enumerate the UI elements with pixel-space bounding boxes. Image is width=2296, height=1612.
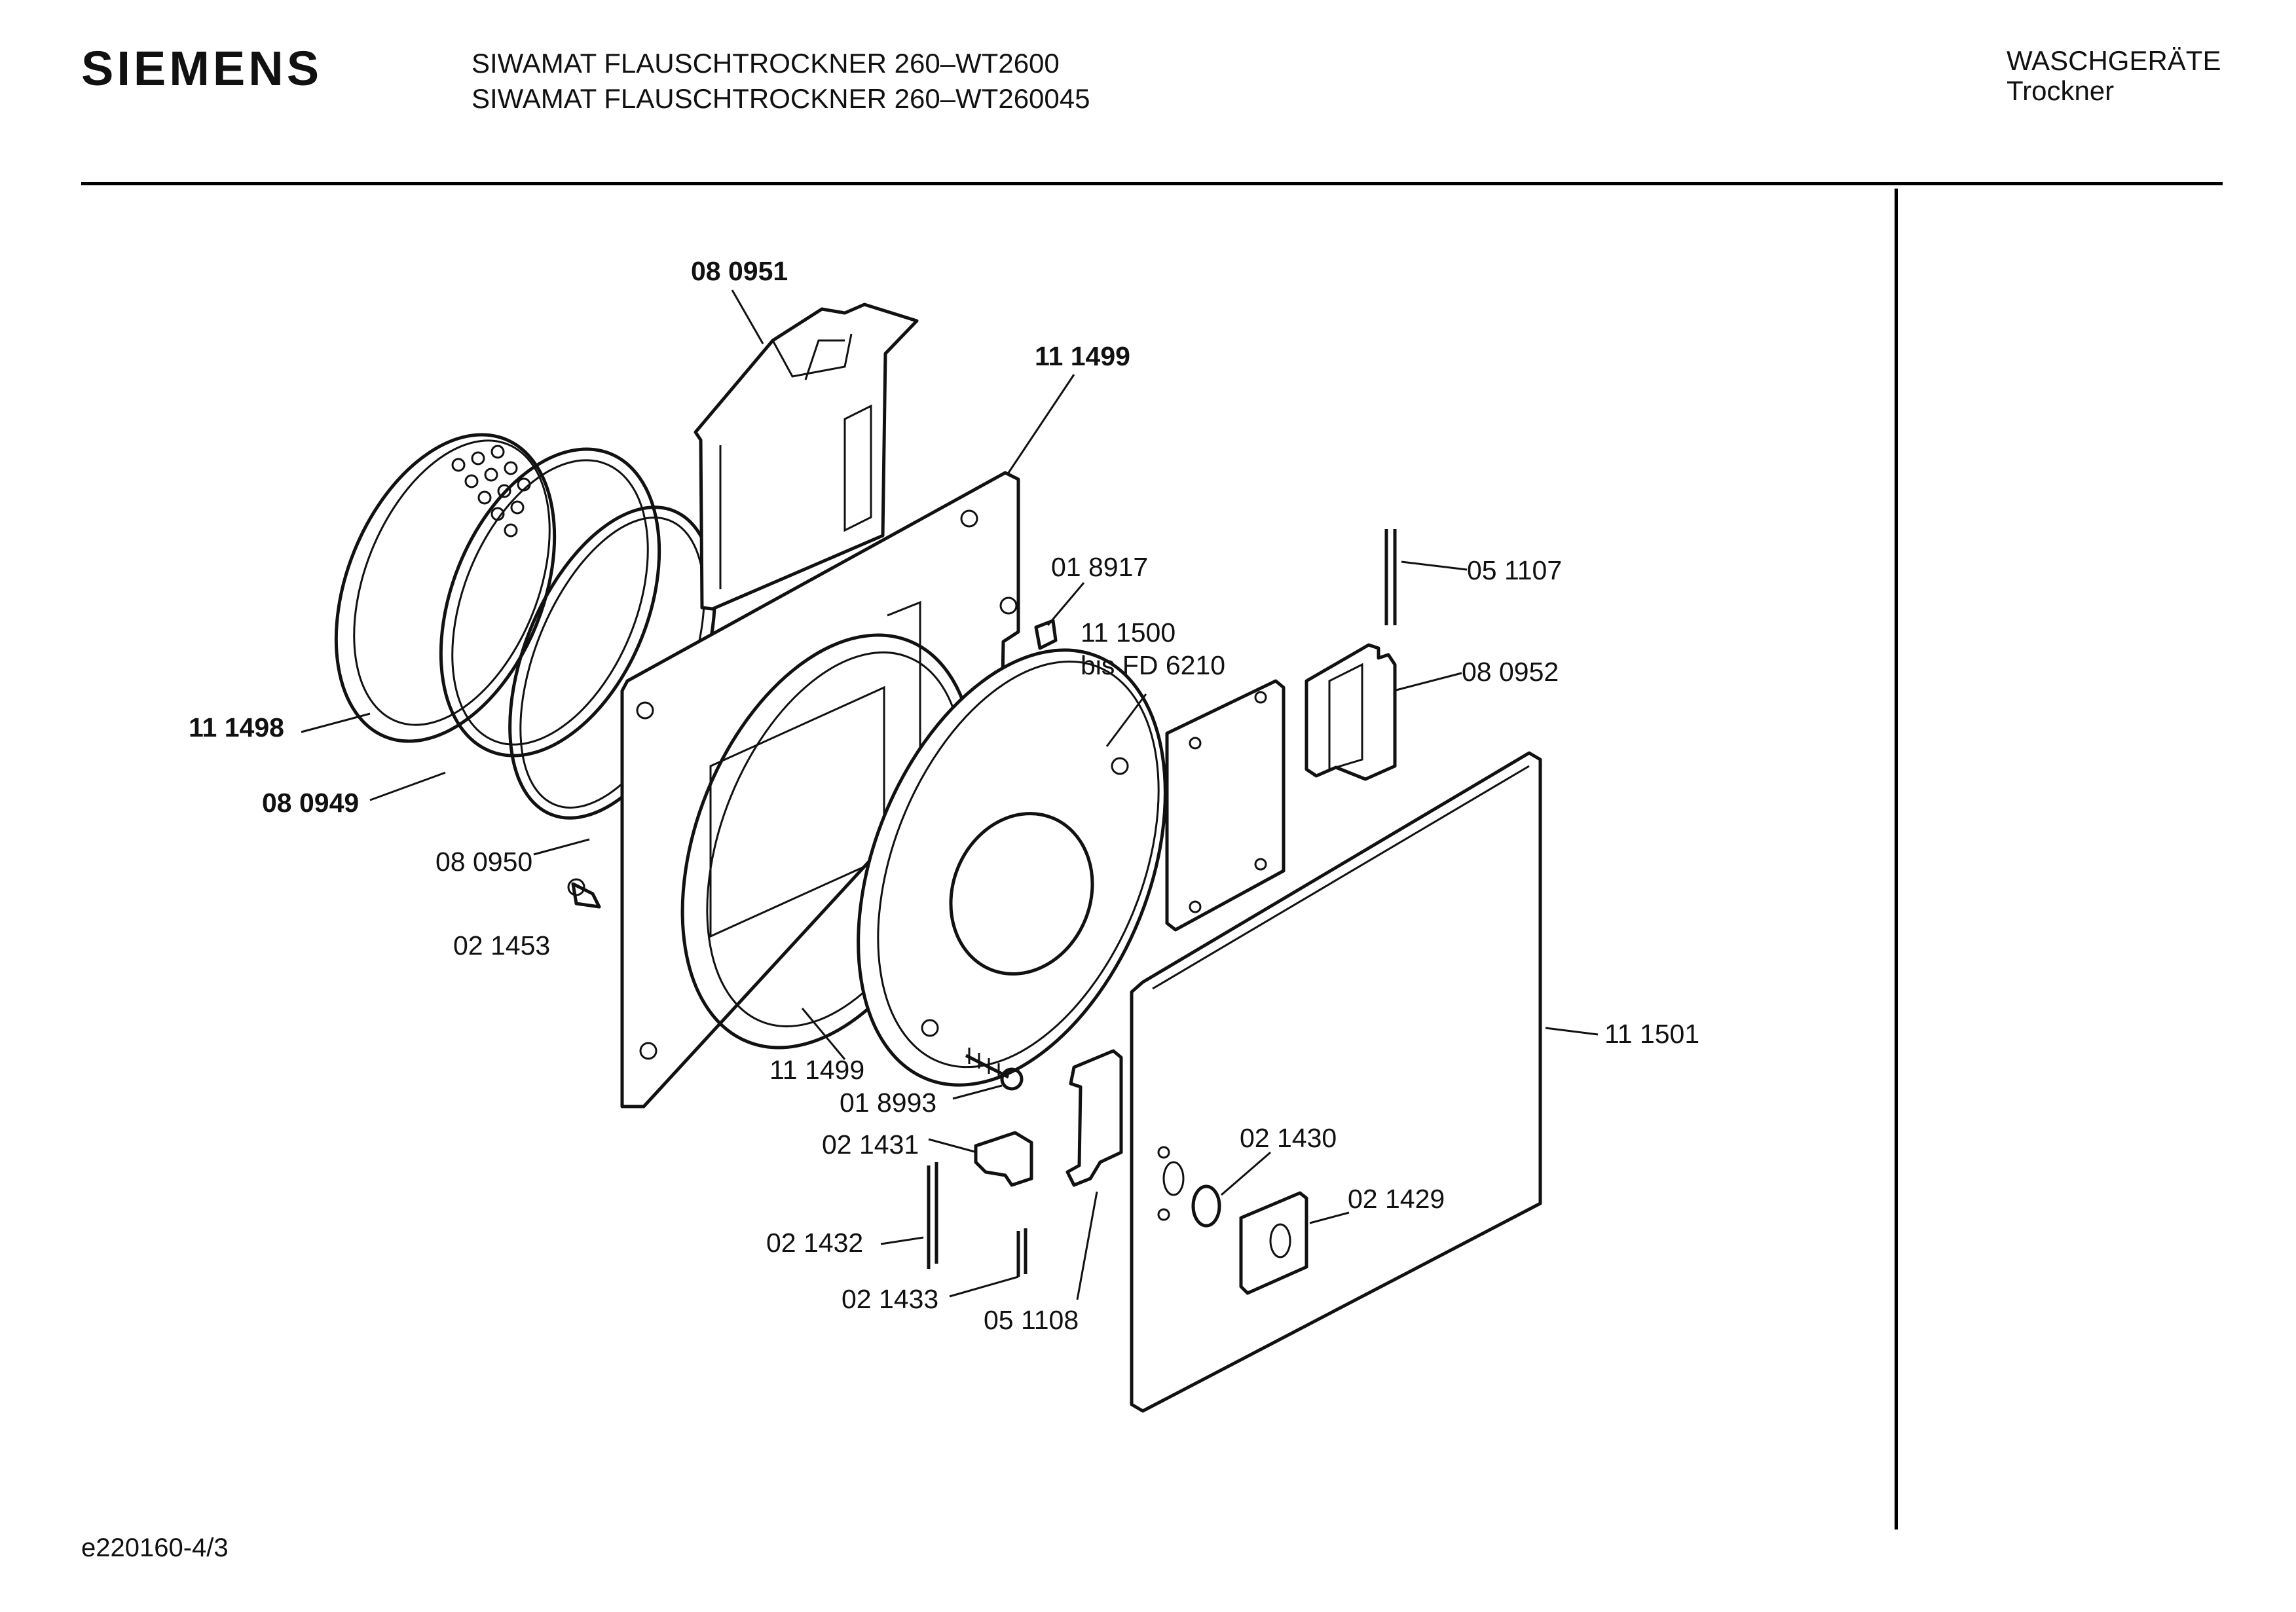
part-screw-01-8993: [965, 1048, 1024, 1091]
model-title-line-2: SIWAMAT FLAUSCHTROCKNER 260–WT260045: [472, 83, 1090, 114]
label-11-1500: 11 1500: [1081, 617, 1176, 648]
part-rod-short: [1016, 1228, 1028, 1277]
model-title-line-1: SIWAMAT FLAUSCHTROCKNER 260–WT2600: [472, 48, 1060, 79]
label-11-1499-top: 11 1499: [1035, 341, 1130, 371]
part-clip-nut: [1034, 619, 1058, 650]
label-02-1433: 02 1433: [842, 1284, 938, 1314]
part-rod-long: [927, 1162, 938, 1269]
label-01-8993: 01 8993: [840, 1088, 936, 1118]
part-mounting-plate: [1165, 679, 1286, 932]
label-02-1429: 02 1429: [1348, 1184, 1445, 1214]
part-screw-02-1453: [567, 878, 601, 909]
label-11-1501: 11 1501: [1604, 1019, 1699, 1049]
label-05-1108: 05 1108: [984, 1305, 1079, 1335]
label-02-1432: 02 1432: [766, 1228, 863, 1258]
label-02-1453: 02 1453: [453, 930, 550, 961]
part-pin-05-1107: [1384, 529, 1397, 625]
label-02-1430: 02 1430: [1240, 1123, 1337, 1153]
label-08-0952: 08 0952: [1462, 657, 1559, 687]
part-lint-filter: [694, 302, 919, 611]
label-11-1498: 11 1498: [189, 712, 284, 742]
header-divider: [81, 182, 2223, 185]
label-05-1107: 05 1107: [1467, 555, 1562, 585]
part-latch: [974, 1131, 1033, 1187]
part-ring-inner-edge: [451, 459, 649, 746]
part-push-plate: [1239, 1191, 1308, 1295]
side-divider: [1895, 189, 1898, 1530]
label-01-8917: 01 8917: [1051, 552, 1148, 582]
part-latch-bar: [1065, 1049, 1123, 1187]
label-08-0950: 08 0950: [435, 847, 532, 877]
label-11-1500-note: bis FD 6210: [1081, 650, 1225, 680]
product-category: WASCHGERÄTE Trockner: [2007, 46, 2221, 106]
siemens-logo: SIEMENS: [81, 41, 323, 96]
document-id: e220160-4/3: [81, 1533, 229, 1562]
label-02-1431: 02 1431: [822, 1129, 919, 1160]
leader-lines: [301, 289, 1599, 1300]
label-08-0949: 08 0949: [262, 788, 359, 818]
part-oval-button: [1191, 1184, 1221, 1228]
category-line-1: WASCHGERÄTE: [2007, 45, 2221, 76]
label-08-0951: 08 0951: [691, 256, 788, 286]
part-door-porthole: [857, 648, 1167, 1087]
part-door-panel: [1130, 751, 1542, 1413]
part-ring-inner: [439, 447, 661, 758]
part-hinge-block: [1305, 643, 1397, 781]
label-11-1499-bottom: 11 1499: [769, 1055, 864, 1085]
category-line-2: Trockner: [2007, 75, 2115, 106]
model-title: SIWAMAT FLAUSCHTROCKNER 260–WT2600 SIWAM…: [472, 46, 1090, 117]
part-cover-disc: [334, 433, 557, 743]
